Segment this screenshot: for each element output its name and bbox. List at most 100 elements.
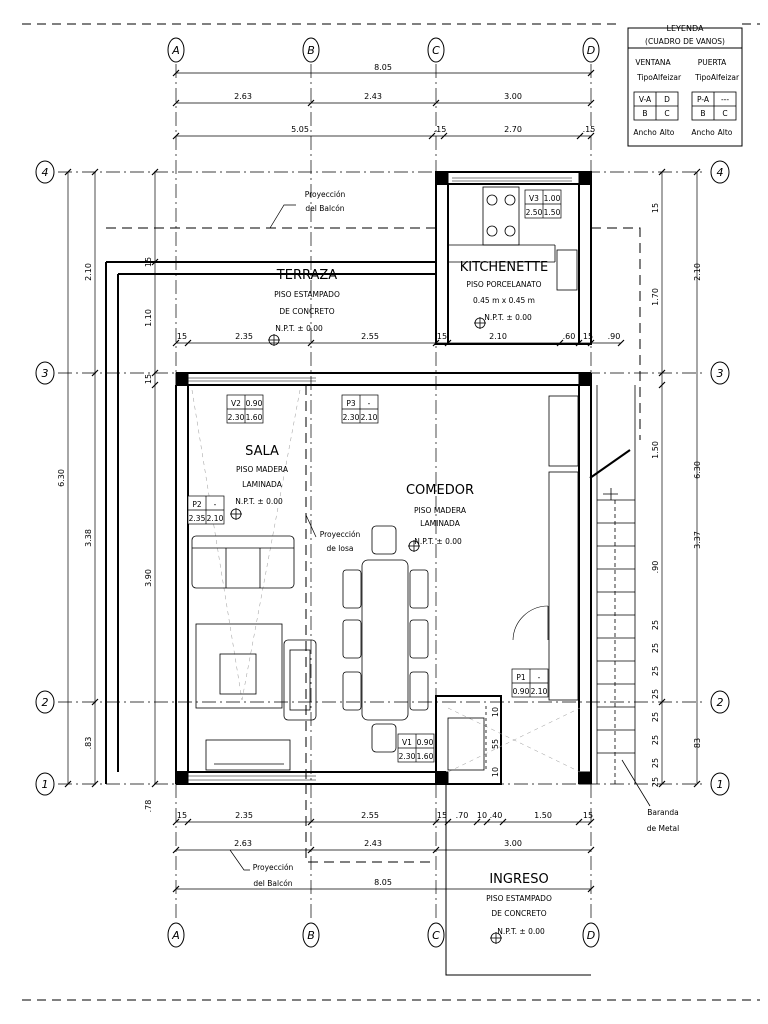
note-balcon-top-2: del Balcón [305, 204, 344, 213]
dim-row-15c: 15 [583, 332, 593, 341]
tag-v1-w: 2.30 [399, 752, 416, 761]
dim-row-15a: 15 [177, 332, 187, 341]
dim-left-15b: 15 [144, 374, 153, 384]
tag-p2-w: 2.35 [189, 514, 206, 523]
note-balcon-top-1: Proyección [305, 190, 346, 199]
axis-bubble-1-right [710, 772, 730, 796]
legend-v-c: C [664, 109, 669, 118]
tag-v1-id: V1 [402, 738, 412, 747]
axis-label-c-bottom: C [432, 929, 440, 942]
axis-label-2-right: 2 [717, 696, 724, 709]
dim-top-total: 8.05 [374, 63, 392, 72]
legend-ventana-alfeizar: Alfeizar [653, 73, 682, 82]
dim-top-ab: 2.63 [234, 92, 252, 101]
room-kitchenette-floor1: PISO PORCELANATO [466, 280, 541, 289]
room-ingreso-npt: N.P.T. ± 0.00 [497, 927, 545, 936]
axis-bubble-3-left [35, 361, 55, 385]
dim-bot-15b: 15 [437, 811, 447, 820]
dining-table [342, 525, 429, 753]
axis-bubble-2-left [35, 690, 55, 714]
legend-ventana: VENTANA [635, 58, 671, 67]
axis-label-1-right: 1 [717, 778, 724, 791]
legend-box: LEYENDA (CUADRO DE VANOS) VENTANA PUERTA… [627, 24, 743, 147]
axis-label-a-top: A [171, 44, 180, 57]
dim-right-150: 1.50 [651, 441, 660, 459]
dim-right-25d: 25 [651, 689, 660, 699]
legend-v-b: B [642, 109, 647, 118]
dim-right-15: 15 [651, 203, 660, 213]
legend-p-ancho: Ancho [691, 128, 715, 137]
axis-label-3-right: 3 [717, 367, 724, 380]
dim-top-left: 5.05 [291, 125, 309, 134]
dim-right-90: .90 [651, 561, 660, 574]
legend-v-a: V-A [639, 95, 652, 104]
baranda-leader [621, 759, 651, 807]
note-balcon-bot-2: del Balcón [253, 879, 292, 888]
legend-v-d: D [664, 95, 670, 104]
legend-p-dash: --- [721, 95, 729, 104]
dim-bot-bc: 2.43 [364, 839, 382, 848]
tag-v2-h: 1.60 [246, 413, 263, 422]
axis-bubble-b-bottom [302, 922, 320, 948]
room-kitchenette-name: KITCHENETTE [460, 260, 548, 275]
dim-left-83: .83 [84, 737, 93, 750]
room-kitchenette-npt: N.P.T. ± 0.00 [484, 313, 532, 322]
axis-bubble-1-left [35, 772, 55, 796]
dim-right-210: 2.10 [693, 263, 702, 281]
tag-p1-alf: - [538, 673, 541, 682]
top-dimension-lines [172, 69, 595, 140]
note-losa-1: Proyección [320, 530, 361, 539]
dim-bot-70: .70 [456, 811, 469, 820]
balcon-bot-leader [229, 849, 250, 871]
dim-bot-235: 2.35 [235, 811, 253, 820]
dim-row-255: 2.55 [361, 332, 379, 341]
armchair [283, 639, 317, 721]
dim-right-170: 1.70 [651, 288, 660, 306]
legend-puerta: PUERTA [698, 58, 727, 67]
dim-row-60: .60 [563, 332, 576, 341]
legend-p-b: B [700, 109, 705, 118]
axis-label-b-bottom: B [307, 929, 315, 942]
room-sala-floor1: PISO MADERA [236, 465, 289, 474]
comedor-counter [512, 471, 579, 701]
tag-v1-h: 1.60 [417, 752, 434, 761]
tag-p3-h: 2.10 [361, 413, 378, 422]
dim-wc-55: 55 [491, 739, 500, 749]
note-baranda-2: de Metal [647, 824, 679, 833]
dim-row-235: 2.35 [235, 332, 253, 341]
legend-puerta-alfeizar: Alfeizar [711, 73, 740, 82]
room-terraza-floor1: PISO ESTAMPADO [274, 290, 340, 299]
room-sala-floor2: LAMINADA [242, 480, 283, 489]
dim-bot-10a: 10 [477, 811, 487, 820]
sofa [191, 535, 295, 589]
dim-top-w15b: .15 [583, 125, 596, 134]
kitchenette-fixtures [448, 186, 579, 467]
legend-v-ancho: Ancho [633, 128, 657, 137]
axis-label-1-left: 1 [42, 778, 49, 791]
legend-v-alto: Alto [660, 128, 675, 137]
tag-v3-id: V3 [529, 194, 539, 203]
tag-p3-alf: - [368, 399, 371, 408]
tag-v2-w: 2.30 [228, 413, 245, 422]
windows [188, 177, 572, 781]
room-comedor-npt: N.P.T. ± 0.00 [414, 537, 462, 546]
axis-bubble-d-bottom [582, 922, 600, 948]
tag-p2-h: 2.10 [207, 514, 224, 523]
room-ingreso-floor1: PISO ESTAMPADO [486, 894, 552, 903]
dim-bot-total: 8.05 [374, 878, 392, 887]
axis-bubble-4-left [35, 160, 55, 184]
tag-p3-w: 2.30 [343, 413, 360, 422]
tag-p1-h: 2.10 [531, 687, 548, 696]
tag-v1-alf: 0.90 [417, 738, 434, 747]
dim-left-338: 3.38 [84, 529, 93, 547]
axis-label-d-top: D [587, 44, 595, 57]
sliding-door-swing [191, 389, 581, 773]
tag-v2-alf: 0.90 [246, 399, 263, 408]
dim-right-25e: 25 [651, 712, 660, 722]
dim-left-78: .78 [144, 800, 153, 813]
stair [589, 385, 636, 784]
dim-right-25h: 25 [651, 777, 660, 787]
dim-left-110: 1.10 [144, 309, 153, 327]
dim-bot-150: 1.50 [534, 811, 552, 820]
